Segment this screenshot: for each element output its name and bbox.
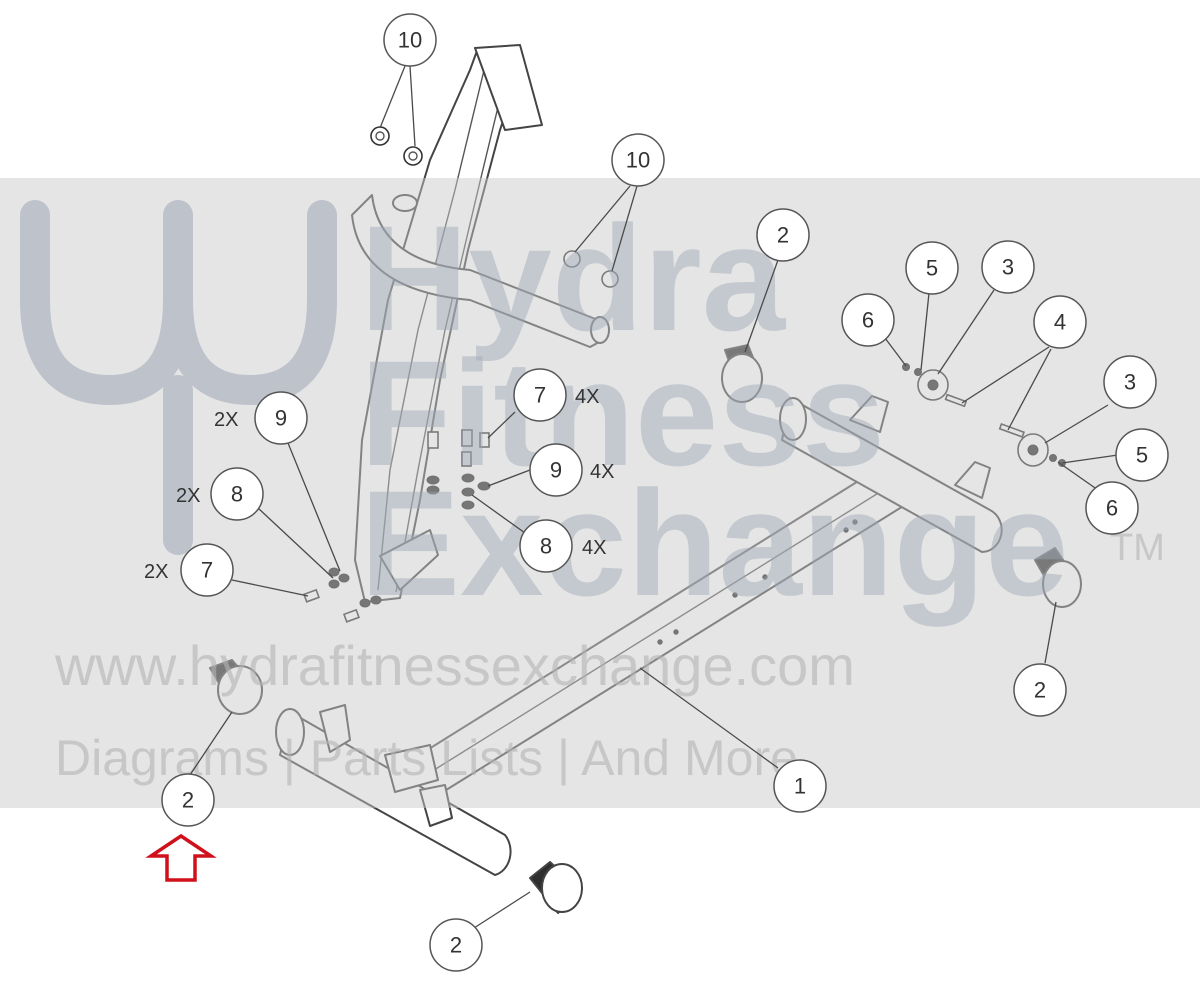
end-cap-rear-top bbox=[721, 344, 763, 403]
svg-text:3: 3 bbox=[1002, 255, 1014, 280]
watermark-line-1: Hydra bbox=[360, 194, 787, 362]
svg-text:6: 6 bbox=[1106, 496, 1118, 521]
callout-balloon-2-front-left: 2 bbox=[161, 773, 215, 827]
qty-label: 4X bbox=[575, 386, 599, 408]
bolts-washers-upright bbox=[302, 429, 491, 623]
svg-text:5: 5 bbox=[926, 256, 938, 281]
end-cap-rear-right bbox=[1034, 547, 1082, 608]
svg-text:2: 2 bbox=[182, 788, 194, 813]
qty-label: 2X bbox=[144, 561, 168, 583]
qty-label: 2X bbox=[176, 485, 200, 507]
watermark-subtitle: Diagrams | Parts Lists | And More bbox=[55, 730, 798, 786]
callout-balloon-9-left: 9 2X bbox=[214, 391, 308, 445]
callout-balloon-2-front-bottom: 2 bbox=[429, 918, 483, 972]
watermark-line-2: Fitness bbox=[360, 329, 885, 497]
upright-post bbox=[351, 44, 610, 603]
svg-text:2: 2 bbox=[1034, 678, 1046, 703]
end-cap-front-left bbox=[209, 659, 263, 715]
callout-balloon-6-right: 6 bbox=[1085, 481, 1139, 535]
svg-text:9: 9 bbox=[550, 458, 562, 483]
callout-balloon-3-right: 3 bbox=[1103, 355, 1157, 409]
svg-text:5: 5 bbox=[1136, 443, 1148, 468]
svg-text:6: 6 bbox=[862, 308, 874, 333]
watermark-trademark: TM bbox=[1110, 527, 1165, 569]
callout-balloon-10-mid: 10 bbox=[611, 133, 665, 187]
svg-text:1: 1 bbox=[794, 774, 806, 799]
callout-balloon-4: 4 bbox=[1033, 295, 1087, 349]
main-frame-part bbox=[275, 395, 1003, 876]
watermark-url: www.hydrafitnessexchange.com bbox=[54, 634, 855, 697]
svg-text:8: 8 bbox=[231, 482, 243, 507]
callout-balloon-10-top: 10 bbox=[383, 13, 437, 67]
callout-balloon-1: 1 bbox=[773, 759, 827, 813]
qty-label: 2X bbox=[214, 409, 238, 431]
callout-balloon-9-right: 9 4X bbox=[529, 443, 614, 497]
svg-text:7: 7 bbox=[534, 383, 546, 408]
watermark-line-3: Exchange bbox=[360, 459, 1069, 627]
callout-balloon-2-rear-top: 2 bbox=[756, 208, 810, 262]
callout-balloon-8-right: 8 4X bbox=[519, 519, 606, 573]
callout-balloon-2-rear-bottom: 2 bbox=[1013, 663, 1067, 717]
callout-balloon-3-left: 3 bbox=[981, 240, 1035, 294]
pivot-assembly-parts-3-6 bbox=[902, 363, 1066, 467]
qty-label: 4X bbox=[582, 537, 606, 559]
svg-text:8: 8 bbox=[540, 534, 552, 559]
callout-balloon-8-left: 8 2X bbox=[176, 467, 264, 521]
leader-lines bbox=[189, 65, 1119, 929]
callout-balloon-7-right: 7 4X bbox=[513, 368, 599, 422]
svg-text:2: 2 bbox=[777, 223, 789, 248]
svg-text:10: 10 bbox=[398, 28, 422, 53]
svg-text:3: 3 bbox=[1124, 370, 1136, 395]
svg-text:9: 9 bbox=[275, 406, 287, 431]
callout-balloon-5-right: 5 bbox=[1115, 428, 1169, 482]
callout-balloon-7-left: 7 2X bbox=[144, 543, 234, 597]
highlight-arrow-up-icon bbox=[145, 833, 217, 882]
callout-balloon-6-left: 6 bbox=[841, 293, 895, 347]
svg-text:7: 7 bbox=[201, 558, 213, 583]
hardware-caps-part-10 bbox=[370, 126, 619, 288]
svg-text:2: 2 bbox=[450, 933, 462, 958]
svg-text:4: 4 bbox=[1054, 310, 1066, 335]
qty-label: 4X bbox=[590, 461, 614, 483]
callout-balloon-5-left: 5 bbox=[905, 241, 959, 295]
svg-text:10: 10 bbox=[626, 148, 650, 173]
end-cap-front-bottom bbox=[529, 861, 583, 914]
